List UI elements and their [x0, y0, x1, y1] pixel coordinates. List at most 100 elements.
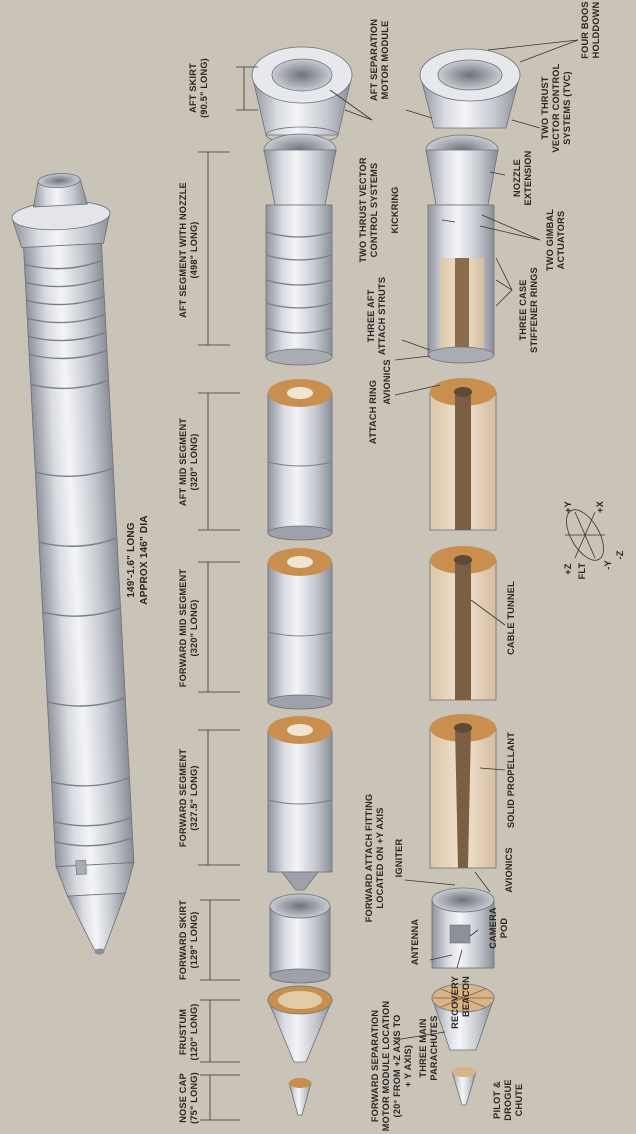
- label-cable-tunnel: CABLE TUNNEL: [506, 581, 516, 655]
- axis-plus-x: +X: [595, 500, 605, 513]
- svg-text:NOZZLE: NOZZLE: [512, 159, 522, 197]
- svg-text:ANTENNA: ANTENNA: [410, 919, 420, 965]
- svg-text:THREE MAIN: THREE MAIN: [418, 1018, 428, 1077]
- svg-text:HOLDDOWN: HOLDDOWN: [591, 1, 601, 58]
- svg-text:VECTOR CONTROL: VECTOR CONTROL: [551, 63, 561, 152]
- label-camera-pod: CAMERA POD: [488, 907, 509, 949]
- forward-segment-cutaway: [429, 714, 497, 869]
- cutaway-segments: [419, 48, 521, 1106]
- label-three-case: THREE CASE STIFFENER RINGS: [518, 267, 539, 353]
- svg-text:(120" LONG): (120" LONG): [189, 1003, 199, 1060]
- label-forward-mid: FORWARD MID SEGMENT (320" LONG): [178, 569, 199, 688]
- svg-text:ATTACH RING: ATTACH RING: [368, 380, 378, 444]
- svg-text:ACTUATORS: ACTUATORS: [556, 211, 566, 270]
- axis-plus-y: +Y: [563, 501, 573, 513]
- svg-text:AFT MID SEGMENT: AFT MID SEGMENT: [178, 418, 188, 506]
- label-nozzle-ext: NOZZLE EXTENSION: [512, 150, 533, 205]
- forward-skirt-part: [269, 893, 331, 984]
- svg-text:THREE CASE: THREE CASE: [518, 279, 528, 340]
- svg-text:AVIONICS: AVIONICS: [382, 359, 392, 404]
- svg-text:CAMERA: CAMERA: [488, 907, 498, 949]
- label-fwd-attach: FORWARD ATTACH FITTING LOCATED ON +Y AXI…: [364, 794, 385, 923]
- svg-text:CONTROL SYSTEMS: CONTROL SYSTEMS: [369, 163, 379, 258]
- frustum-part: [267, 985, 333, 1063]
- label-kickring: KICKRING: [390, 186, 400, 233]
- svg-text:MOTOR MODULE LOCATION: MOTOR MODULE LOCATION: [381, 1001, 391, 1132]
- axis-minus-z: -Z: [615, 550, 625, 559]
- aft-mid-cutaway: [429, 378, 497, 531]
- aft-mid-segment-part: [267, 379, 333, 541]
- svg-text:(75" LONG): (75" LONG): [189, 1072, 199, 1124]
- label-pilot-drogue: PILOT & DROGUE CHUTE: [492, 1079, 524, 1121]
- leader-lines: [329, 39, 579, 1041]
- aft-skirt-part: [251, 46, 353, 144]
- svg-text:NOSE CAP: NOSE CAP: [178, 1073, 188, 1123]
- svg-text:PARACHUTES: PARACHUTES: [429, 1015, 439, 1080]
- svg-text:EXTENSION: EXTENSION: [523, 150, 533, 205]
- svg-text:SYSTEMS (TVC): SYSTEMS (TVC): [562, 71, 572, 145]
- overall-diameter: APPROX 146" DIA: [139, 515, 150, 604]
- assembled-booster: [11, 173, 135, 955]
- svg-text:PILOT &: PILOT &: [492, 1081, 502, 1119]
- svg-text:FORWARD SEPARATION: FORWARD SEPARATION: [370, 1010, 380, 1122]
- svg-text:SOLID PROPELLANT: SOLID PROPELLANT: [506, 732, 516, 828]
- svg-text:BEACON: BEACON: [461, 976, 471, 1017]
- nose-cap-cutaway: [451, 1067, 477, 1106]
- svg-text:LOCATED ON +Y AXIS: LOCATED ON +Y AXIS: [375, 807, 385, 908]
- forward-mid-cutaway: [429, 546, 497, 701]
- svg-text:AFT SKIRT: AFT SKIRT: [188, 63, 198, 113]
- svg-text:IGNITER: IGNITER: [394, 839, 404, 878]
- svg-text:(498" LONG): (498" LONG): [189, 221, 199, 278]
- axis-indicator: +Y +X +Z -Z -Y FLT: [563, 500, 625, 579]
- svg-text:(327.5" LONG): (327.5" LONG): [189, 765, 199, 830]
- exterior-segments: [251, 46, 353, 1116]
- label-aft-segment: AFT SEGMENT WITH NOZZLE (498" LONG): [178, 182, 199, 318]
- forward-segment-part: [267, 716, 333, 891]
- label-nose-cap: NOSE CAP (75" LONG): [178, 1072, 199, 1124]
- aft-segment-part: [263, 133, 337, 366]
- svg-text:FORWARD SEGMENT: FORWARD SEGMENT: [178, 749, 188, 847]
- svg-text:ATTACH STRUTS: ATTACH STRUTS: [377, 277, 387, 355]
- label-aft-mid: AFT MID SEGMENT (320" LONG): [178, 418, 199, 506]
- svg-text:FRUSTUM: FRUSTUM: [178, 1009, 188, 1055]
- svg-text:(20° FROM +Z AXIS TO: (20° FROM +Z AXIS TO: [392, 1015, 402, 1118]
- label-antenna: ANTENNA: [410, 919, 420, 965]
- svg-text:CHUTE: CHUTE: [514, 1084, 524, 1117]
- svg-text:FORWARD MID SEGMENT: FORWARD MID SEGMENT: [178, 569, 188, 688]
- svg-text:CABLE TUNNEL: CABLE TUNNEL: [506, 581, 516, 655]
- svg-text:(320" LONG): (320" LONG): [189, 599, 199, 656]
- svg-text:(320" LONG): (320" LONG): [189, 433, 199, 490]
- svg-text:KICKRING: KICKRING: [390, 186, 400, 233]
- svg-text:DROGUE: DROGUE: [503, 1079, 513, 1121]
- label-two-tvcs: TWO THRUST VECTOR CONTROL SYSTEMS: [358, 157, 379, 262]
- label-forward-skirt: FORWARD SKIRT (129" LONG): [178, 900, 199, 980]
- axis-plus-z: +Z: [563, 563, 573, 575]
- overall-length: 149'-1.6" LONG: [126, 522, 137, 598]
- svg-text:AFT SEPARATION: AFT SEPARATION: [369, 19, 379, 101]
- svg-text:(90.5" LONG): (90.5" LONG): [199, 58, 209, 118]
- svg-text:TWO THRUST VECTOR: TWO THRUST VECTOR: [358, 157, 368, 262]
- axis-minus-y: -Y: [603, 560, 613, 570]
- label-recovery-beacon: RECOVERY BEACON: [450, 976, 471, 1029]
- label-aft-sep-motor: AFT SEPARATION MOTOR MODULE: [369, 19, 390, 101]
- axis-flt: FLT: [577, 562, 587, 579]
- label-igniter: IGNITER: [394, 839, 404, 878]
- label-three-aft-struts: THREE AFT ATTACH STRUTS: [366, 277, 387, 355]
- aft-segment-cutaway: [425, 134, 499, 364]
- svg-text:THREE AFT: THREE AFT: [366, 289, 376, 342]
- label-avionics-fwd: AVIONICS: [504, 847, 514, 892]
- svg-text:TWO GIMBAL: TWO GIMBAL: [545, 209, 555, 271]
- svg-text:STIFFENER RINGS: STIFFENER RINGS: [529, 267, 539, 353]
- forward-mid-segment-part: [267, 548, 333, 710]
- label-forward-segment: FORWARD SEGMENT (327.5" LONG): [178, 749, 199, 847]
- svg-text:(129" LONG): (129" LONG): [189, 911, 199, 968]
- label-three-main: THREE MAIN PARACHUTES: [418, 1015, 439, 1080]
- label-four-bosses: FOUR BOOS HOLDDOWN: [580, 1, 601, 58]
- svg-text:AFT SEGMENT WITH NOZZLE: AFT SEGMENT WITH NOZZLE: [178, 182, 188, 318]
- aft-skirt-cutaway: [419, 48, 521, 129]
- label-avionics-aft: AVIONICS: [382, 359, 392, 404]
- svg-text:AVIONICS: AVIONICS: [504, 847, 514, 892]
- label-solid-propellant: SOLID PROPELLANT: [506, 732, 516, 828]
- forward-skirt-cutaway: [431, 887, 495, 969]
